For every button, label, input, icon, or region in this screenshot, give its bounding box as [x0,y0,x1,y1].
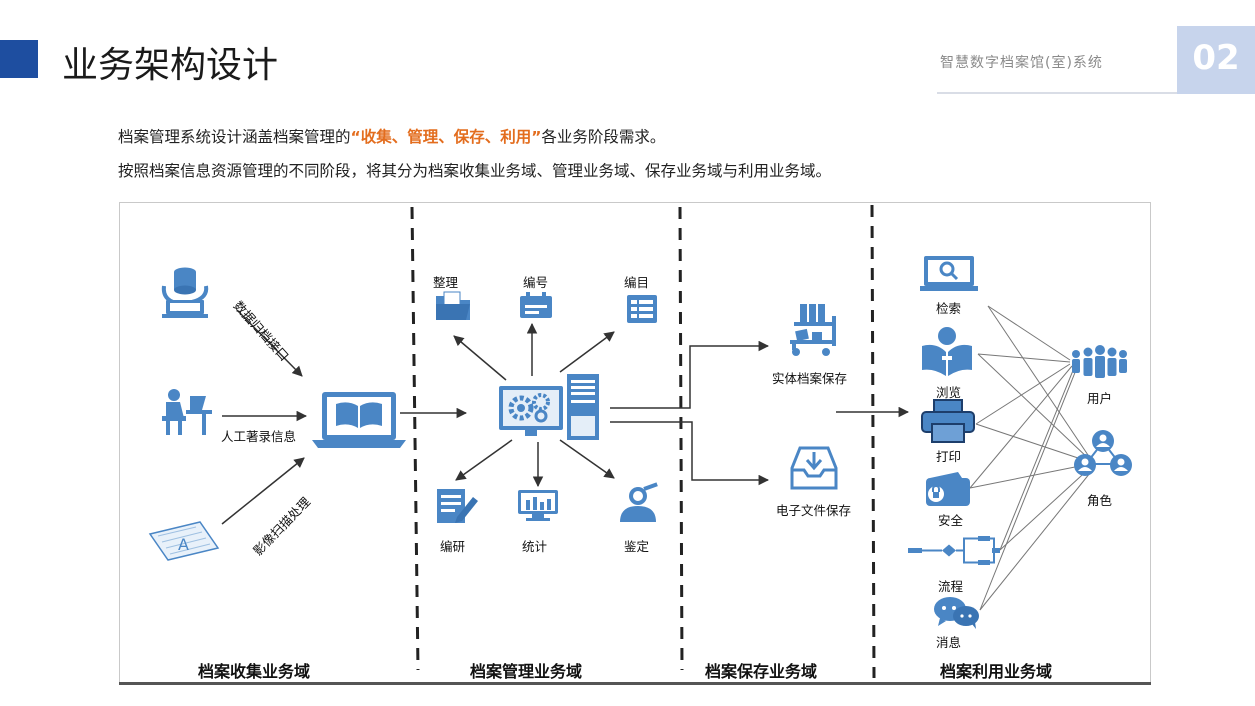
compile-note-icon [437,489,478,523]
user-group-icon [1072,345,1127,378]
page-number-box [1177,26,1255,94]
search-monitor-icon [920,256,978,291]
intro-prefix: 档案管理系统设计涵盖档案管理的 [118,128,351,146]
server-gears-icon [499,374,599,440]
folder-icon [436,291,470,320]
catalog-icon [627,295,657,323]
zone-label-management: 档案管理业务域 [470,662,583,681]
title-accent-bar [0,40,38,78]
role-network-icon [1074,430,1132,476]
users-label: 用户 [1087,391,1113,406]
statistics-chart-icon [518,490,558,521]
arrow-image-scan [221,457,305,525]
chat-bubbles-icon [934,597,979,629]
arrow-appraisal [559,439,615,479]
numbering-label: 编号 [523,275,549,290]
divider-management-preservation [678,206,684,671]
intro-line-2: 按照档案信息资源管理的不同阶段，将其分为档案收集业务域、管理业务域、保存业务域与… [118,162,832,180]
database-sync-icon [161,267,209,318]
divider-preservation-utilization [870,204,876,679]
intro-highlight: “收集、管理、保存、利用” [350,128,542,146]
manual-entry-label: 人工著录信息 [221,429,297,444]
arrow-catalog [559,331,615,373]
security-label: 安全 [938,513,964,528]
appraisal-label: 鉴定 [624,539,650,554]
intro-suffix: 各业务阶段需求。 [541,128,666,146]
header-divider [937,92,1177,94]
workflow-label: 流程 [938,579,964,594]
zone-label-collection: 档案收集业务域 [198,662,311,681]
numbering-icon [520,292,552,318]
search-label: 检索 [936,301,962,316]
statistics-label: 统计 [522,539,548,554]
browse-label: 浏览 [936,385,962,400]
diagram-baseline [119,682,1151,685]
arrow-data-interface [236,309,303,377]
compile-label: 编研 [440,539,466,554]
person-at-desk-icon [162,389,212,435]
intro-line-1: 档案管理系统设计涵盖档案管理的“收集、管理、保存、利用”各业务阶段需求。 [118,125,665,147]
page-number: 02 [1192,38,1240,78]
inbox-tray-icon [790,446,838,490]
print-label: 打印 [936,449,962,464]
appraisal-person-icon [620,482,658,522]
reading-person-icon [922,327,972,376]
physical-archive-label: 实体档案保存 [772,371,848,386]
workflow-icon [908,536,1000,565]
zone-label-utilization: 档案利用业务域 [940,662,1053,681]
arrow-organize [453,335,507,381]
arrow-physical [610,340,770,409]
zone-label-preservation: 档案保存业务域 [705,662,818,681]
system-name: 智慧数字档案馆(室)系统 [940,55,1103,71]
message-label: 消息 [936,635,962,650]
utilization-mesh [969,305,1095,611]
page-title: 业务架构设计 [62,45,279,86]
svg-text:A: A [178,535,189,554]
arrow-compile [455,439,513,481]
roles-label: 角色 [1087,493,1113,508]
catalog-label: 编目 [624,275,650,290]
scan-document-icon: A [148,521,220,561]
arrow-electronic [610,421,770,486]
organize-label: 整理 [433,275,459,290]
laptop-book-icon [312,392,406,448]
shelving-cart-icon [790,304,836,356]
electronic-file-label: 电子文件保存 [776,503,852,518]
printer-icon [921,399,975,443]
security-wallet-icon [926,472,970,506]
divider-collection-management [410,206,420,671]
